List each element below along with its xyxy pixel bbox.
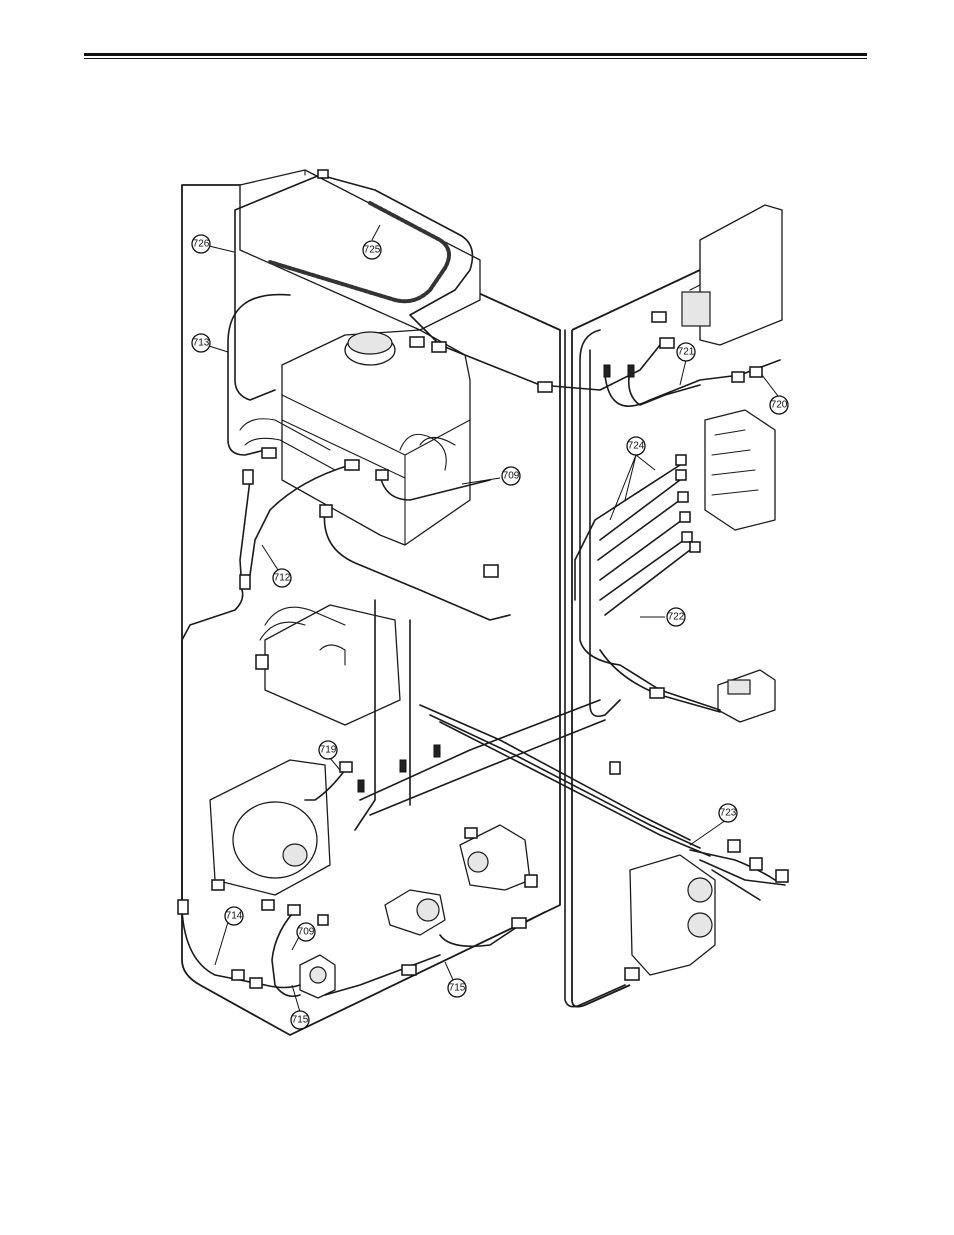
- control-box: [700, 205, 782, 345]
- harness-724: [575, 465, 690, 615]
- callout-label: 709: [503, 471, 520, 482]
- callout-label: 723: [720, 808, 737, 819]
- harness-713: [228, 295, 290, 455]
- callout-label: 719: [320, 745, 337, 756]
- harness-721-b: [629, 370, 700, 405]
- callout-label: 715: [292, 1015, 309, 1026]
- callout-719: 719: [319, 741, 337, 759]
- solenoid-coil-a: [688, 878, 712, 902]
- callout-722: 722: [667, 608, 685, 626]
- callout-724: 724: [627, 437, 645, 455]
- pump-impeller: [417, 899, 439, 921]
- callout-label: 709: [298, 927, 315, 938]
- terminal-block: [682, 292, 710, 326]
- relay-board: [705, 410, 775, 530]
- top-housing: [240, 170, 480, 330]
- callout-label: 715: [449, 983, 466, 994]
- callout-713: 713: [192, 334, 210, 352]
- harness-712: [182, 480, 250, 640]
- callout-label: 720: [771, 400, 788, 411]
- left-panel-outline: [182, 185, 560, 1035]
- callout-label: 724: [628, 441, 645, 452]
- flue-collar-top: [348, 332, 392, 354]
- callout-712: 712: [273, 569, 291, 587]
- transformer-core: [728, 680, 750, 694]
- callout-label: 712: [274, 573, 291, 584]
- blower-hub: [283, 844, 307, 866]
- burner-assembly: [265, 605, 400, 725]
- valve-knob: [468, 852, 488, 872]
- callout-label: 722: [668, 612, 685, 623]
- callout-726: 726: [192, 235, 210, 253]
- callout-721: 721: [677, 343, 695, 361]
- callout-709-upper: 709: [502, 467, 520, 485]
- callout-label: 725: [364, 245, 381, 256]
- flow-sensor-rotor: [310, 967, 326, 983]
- callout-709-lower: 709: [297, 923, 315, 941]
- callout-715-lower-left: 715: [291, 1011, 309, 1029]
- callout-label: 721: [678, 347, 695, 358]
- harness-709-lower: [272, 905, 300, 996]
- harness-722: [580, 330, 720, 710]
- callout-723: 723: [719, 804, 737, 822]
- callout-label: 726: [193, 239, 210, 250]
- callout-714: 714: [225, 907, 243, 925]
- callout-725: 725: [363, 241, 381, 259]
- callout-720: 720: [770, 396, 788, 414]
- blower-wheel: [233, 802, 317, 878]
- callout-715-center: 715: [448, 979, 466, 997]
- transformer: [718, 670, 775, 722]
- callout-label: 713: [193, 338, 210, 349]
- solenoid-coil-b: [688, 913, 712, 937]
- callout-label: 714: [226, 911, 243, 922]
